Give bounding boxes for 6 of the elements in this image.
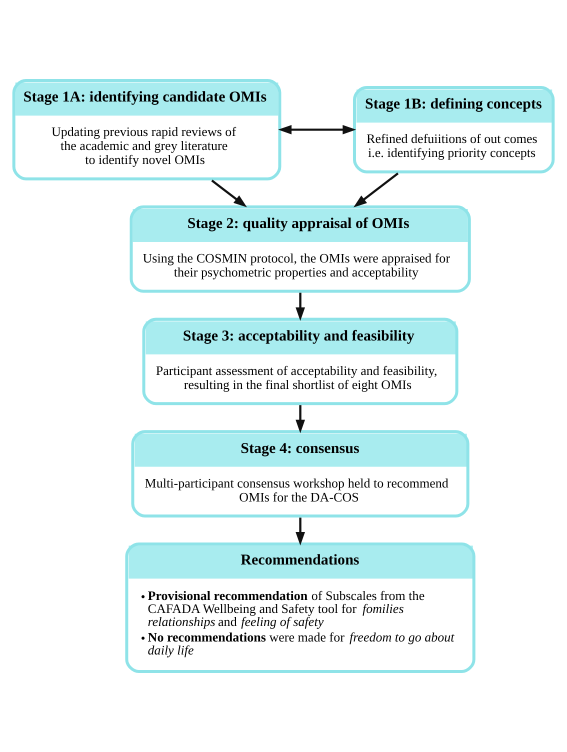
arrow bbox=[211, 180, 247, 208]
arrow bbox=[296, 405, 306, 434]
arrow bbox=[278, 124, 356, 134]
arrow bbox=[296, 292, 306, 321]
arrow bbox=[353, 172, 399, 208]
arrow bbox=[296, 518, 306, 546]
